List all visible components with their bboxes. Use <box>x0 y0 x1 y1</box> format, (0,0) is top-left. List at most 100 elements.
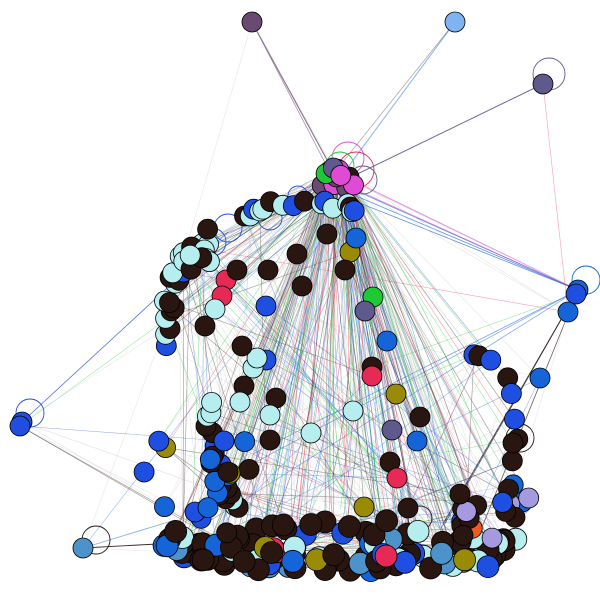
graph-node <box>213 430 235 452</box>
graph-node <box>234 431 256 453</box>
graph-node <box>397 497 419 519</box>
graph-node <box>286 243 308 265</box>
graph-node <box>191 548 215 572</box>
edge <box>289 178 351 535</box>
graph-node <box>194 315 216 337</box>
edge <box>198 252 467 512</box>
graph-node <box>231 335 253 357</box>
graph-node <box>259 429 281 451</box>
edge <box>250 215 463 526</box>
graph-node <box>337 515 361 538</box>
graph-node <box>500 383 522 404</box>
edge <box>269 393 397 416</box>
edge <box>210 175 342 460</box>
edge <box>245 181 344 547</box>
edge <box>158 169 338 442</box>
edge <box>407 355 480 509</box>
edge <box>389 438 518 463</box>
edge <box>353 184 474 538</box>
edge <box>349 184 465 560</box>
edge <box>192 247 459 548</box>
edge <box>237 215 251 508</box>
edge <box>332 176 378 519</box>
edge <box>333 167 511 505</box>
graph-node <box>299 513 323 536</box>
edge <box>331 193 435 541</box>
edge <box>338 179 460 505</box>
edge <box>330 184 579 291</box>
graph-node <box>199 448 221 470</box>
graph-node <box>504 408 525 430</box>
graph-node <box>492 491 514 513</box>
graph-node <box>518 487 540 509</box>
edge <box>338 170 508 378</box>
graph-node <box>476 555 500 578</box>
graph-node <box>259 404 281 426</box>
graph-node <box>197 218 219 240</box>
edge <box>466 354 475 512</box>
graph-node <box>217 461 239 483</box>
edge <box>344 83 544 181</box>
edge <box>179 256 274 549</box>
edge <box>243 184 335 562</box>
edge <box>336 21 456 170</box>
edge <box>251 21 336 183</box>
graph-node <box>502 432 524 454</box>
edge <box>165 184 335 448</box>
graph-node <box>385 383 407 405</box>
graph-node <box>529 367 551 389</box>
edge <box>189 255 443 543</box>
graph-node <box>154 496 175 518</box>
graph-node <box>353 496 375 518</box>
edge <box>338 170 475 355</box>
edge <box>238 185 323 539</box>
edge <box>166 345 505 550</box>
edge <box>349 180 496 481</box>
graph-node <box>300 422 322 444</box>
graph-node <box>354 300 376 322</box>
graph-node <box>375 509 399 533</box>
graph-node <box>232 550 256 573</box>
graph-node <box>381 419 403 441</box>
graph-node <box>201 391 223 413</box>
edge <box>244 184 335 442</box>
edge <box>333 184 361 564</box>
edge <box>165 203 322 319</box>
edge <box>329 171 380 564</box>
edge <box>338 170 515 420</box>
graph-node <box>409 406 431 428</box>
graph-node <box>216 522 238 544</box>
edge <box>169 302 373 377</box>
graph-node <box>532 73 554 95</box>
edge <box>206 258 443 543</box>
edge <box>164 170 340 507</box>
graph-node <box>229 391 251 413</box>
graph-node <box>322 543 346 567</box>
edge <box>337 172 508 378</box>
graph-node <box>334 259 356 281</box>
graph-node <box>257 259 279 281</box>
edge <box>542 83 569 313</box>
edge <box>325 173 409 509</box>
edge <box>232 289 579 475</box>
graph-node <box>452 524 474 546</box>
edge <box>218 175 342 478</box>
graph-node <box>330 165 352 186</box>
graph-node <box>281 549 305 573</box>
graph-node <box>246 347 268 369</box>
edge <box>443 289 579 523</box>
graph-node <box>480 349 502 371</box>
edge <box>202 375 373 544</box>
edge <box>251 21 339 181</box>
graph-node <box>430 542 454 565</box>
graph-node <box>444 11 466 33</box>
graph-node <box>241 11 263 33</box>
edge <box>338 169 569 313</box>
edge <box>342 176 579 291</box>
edge <box>346 187 473 529</box>
graph-node <box>316 223 338 245</box>
graph-node <box>133 461 155 483</box>
graph-node <box>255 295 277 317</box>
graph-node <box>260 541 284 564</box>
graph-node <box>148 430 170 452</box>
